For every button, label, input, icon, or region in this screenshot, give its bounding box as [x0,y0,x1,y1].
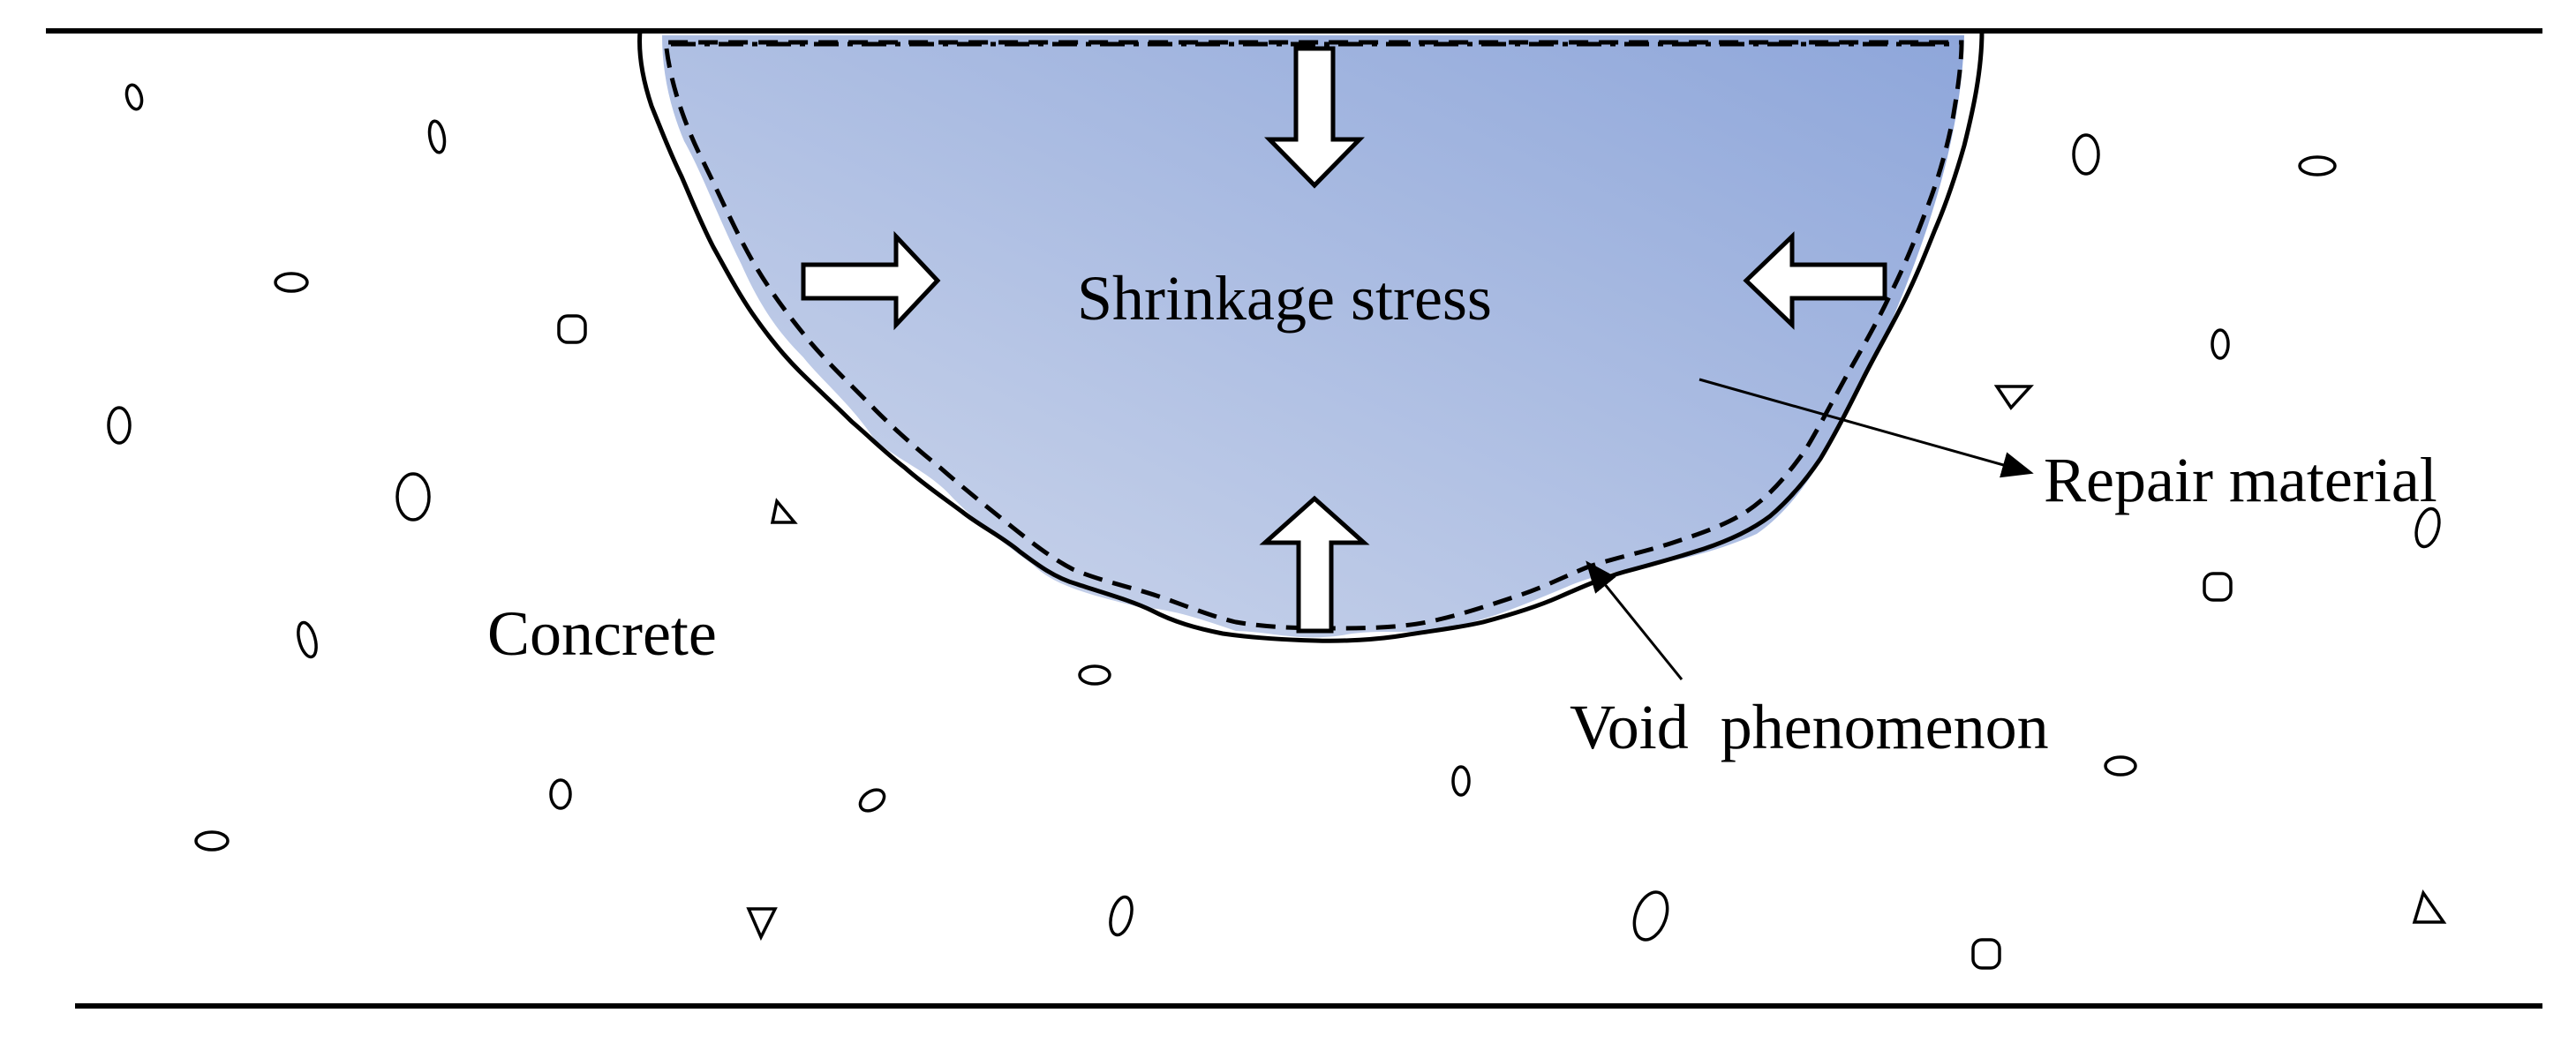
aggregate-pebble [2072,133,2100,176]
aggregate-pebble [194,830,230,852]
arrow-right [801,230,941,331]
aggregate-pebble [2414,506,2441,549]
repair-material-region [662,35,1964,638]
aggregate-pebble [2298,155,2337,176]
arrow-down [1264,46,1365,189]
repair-boundary-dashed [664,40,1964,631]
aggregate-pebble [746,907,778,942]
aggregate-pebble [2211,328,2230,360]
aggregate-pebble [395,472,431,522]
concrete-aggregates [107,83,2447,970]
aggregate-pebble [549,778,572,810]
aggregate-pebble [1632,890,1669,942]
shrinkage-stress-label: Shrinkage stress [1077,263,1492,334]
aggregate-pebble [2203,572,2233,602]
arrow-left [1743,231,1887,330]
aggregate-pebble [858,788,886,813]
aggregate-pebble [2412,889,2447,924]
aggregate-pebble [1078,664,1111,686]
aggregate-pebble [1971,938,2001,970]
aggregate-pebble [107,406,132,445]
aggregate-pebble [427,119,447,154]
repair-material-label: Repair material [2044,445,2437,515]
aggregate-pebble [124,83,144,111]
aggregate-pebble [557,314,587,344]
void-phenomenon-label: Void phenomenon [1570,692,2049,762]
aggregate-pebble [770,498,798,524]
repair-boundary-solid [637,30,1985,643]
repair-material-leader [1699,378,2034,478]
void-phenomenon-leader [1586,560,1683,680]
aggregate-pebble [1993,385,2034,410]
arrow-up [1259,495,1370,634]
aggregate-pebble [297,620,318,659]
aggregate-pebble [1109,895,1134,937]
concrete-label: Concrete [487,598,717,669]
aggregate-pebble [2104,755,2137,777]
aggregate-pebble [274,272,309,293]
aggregate-pebble [1451,765,1471,797]
